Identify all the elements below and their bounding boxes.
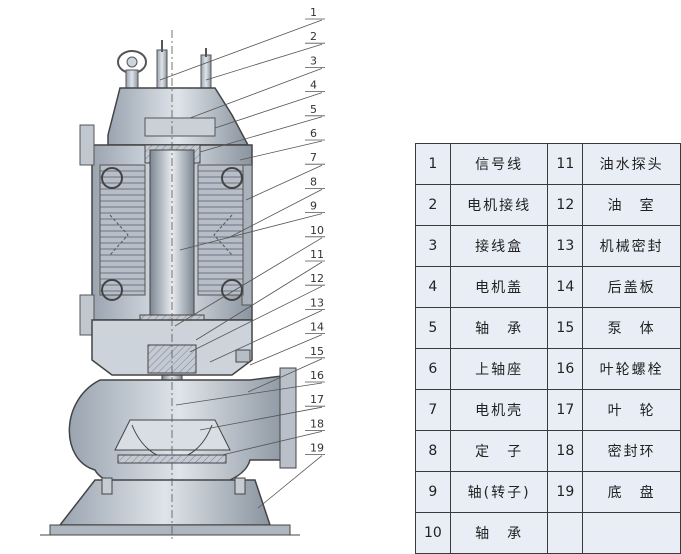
legend-right-name: 机械密封 xyxy=(582,225,681,267)
leader-number: 7 xyxy=(310,151,317,164)
legend-left-number: 10 xyxy=(415,512,451,554)
legend-right-name: 密封环 xyxy=(582,430,681,472)
junction-box-plate xyxy=(144,117,216,137)
leader-number: 1 xyxy=(310,6,317,19)
legend-right-number: 17 xyxy=(547,389,584,431)
leader-number: 5 xyxy=(310,103,317,116)
leader-line xyxy=(199,406,323,431)
stator-right xyxy=(197,164,244,296)
legend-left-number: 6 xyxy=(415,348,451,390)
legend-right-number: 18 xyxy=(547,430,584,472)
leader-line xyxy=(175,382,323,406)
leader-number: 17 xyxy=(310,393,324,406)
leader-number: 11 xyxy=(310,248,324,261)
leader-line xyxy=(245,164,323,201)
leader-number: 18 xyxy=(310,417,324,430)
stator-left xyxy=(99,164,146,296)
leader-line xyxy=(159,19,323,81)
legend-left-name: 定 子 xyxy=(449,430,549,472)
leader-number: 16 xyxy=(310,369,324,382)
legend-right-number: 15 xyxy=(547,307,584,349)
legend-left-name: 接线盒 xyxy=(449,225,549,267)
leader-line xyxy=(179,213,323,251)
leader-number: 4 xyxy=(310,79,317,92)
leader-number: 6 xyxy=(310,127,317,140)
legend-left-name: 电机壳 xyxy=(449,389,549,431)
legend-left-number: 8 xyxy=(415,430,451,472)
legend-right-name: 油 室 xyxy=(582,184,681,226)
leader-number: 3 xyxy=(310,54,317,67)
leader-number: 14 xyxy=(310,321,324,334)
leader-line xyxy=(239,140,323,161)
legend-right-number: 19 xyxy=(547,471,584,513)
legend-right-number: 13 xyxy=(547,225,584,267)
legend-left-number: 2 xyxy=(415,184,451,226)
leader-line xyxy=(195,261,323,341)
legend-left-number: 3 xyxy=(415,225,451,267)
legend-left-name: 电机接线 xyxy=(449,184,549,226)
legend-right-name: 油水探头 xyxy=(582,143,681,185)
legend-right-number xyxy=(547,512,584,554)
leader-line xyxy=(221,431,323,456)
leader-line xyxy=(247,358,323,393)
legend-left-number: 9 xyxy=(415,471,451,513)
legend-left-number: 7 xyxy=(415,389,451,431)
leader-line xyxy=(214,92,323,129)
legend-left-name: 上轴座 xyxy=(449,348,549,390)
leader-number: 12 xyxy=(310,272,324,285)
leader-line xyxy=(249,334,323,366)
legend-right-number: 14 xyxy=(547,266,584,308)
leader-number: 19 xyxy=(310,442,324,455)
legend-right-name: 叶轮螺栓 xyxy=(582,348,681,390)
legend-right-name: 后盖板 xyxy=(582,266,681,308)
legend-left-number: 1 xyxy=(415,143,451,185)
legend-right-number: 11 xyxy=(547,143,584,185)
leader-line xyxy=(227,189,323,239)
leader-line xyxy=(199,116,323,153)
legend-left-number: 5 xyxy=(415,307,451,349)
leader-line xyxy=(257,455,323,509)
leader-number: 8 xyxy=(310,175,317,188)
impeller xyxy=(114,419,231,451)
legend-left-name: 轴 承 xyxy=(449,512,549,554)
leader-line xyxy=(174,237,323,327)
legend-left-name: 信号线 xyxy=(449,143,549,185)
legend-left-name: 电机盖 xyxy=(449,266,549,308)
legend-right-number: 16 xyxy=(547,348,584,390)
legend-right-name: 叶 轮 xyxy=(582,389,681,431)
legend-right-name: 泵 体 xyxy=(582,307,681,349)
leader-line xyxy=(189,68,323,119)
leader-line xyxy=(209,310,323,363)
leader-number: 2 xyxy=(310,30,317,43)
leader-line xyxy=(189,285,323,353)
leader-number: 10 xyxy=(310,224,324,237)
legend-left-name: 轴(转子) xyxy=(449,471,549,513)
leader-number: 15 xyxy=(310,345,324,358)
leader-number: 13 xyxy=(310,296,324,309)
legend-left-number: 4 xyxy=(415,266,451,308)
legend-right-number: 12 xyxy=(547,184,584,226)
legend-right-name xyxy=(582,512,681,554)
leader-line xyxy=(205,43,323,81)
legend-left-name: 轴 承 xyxy=(449,307,549,349)
legend-right-name: 底 盘 xyxy=(582,471,681,513)
leader-number: 9 xyxy=(310,200,317,213)
